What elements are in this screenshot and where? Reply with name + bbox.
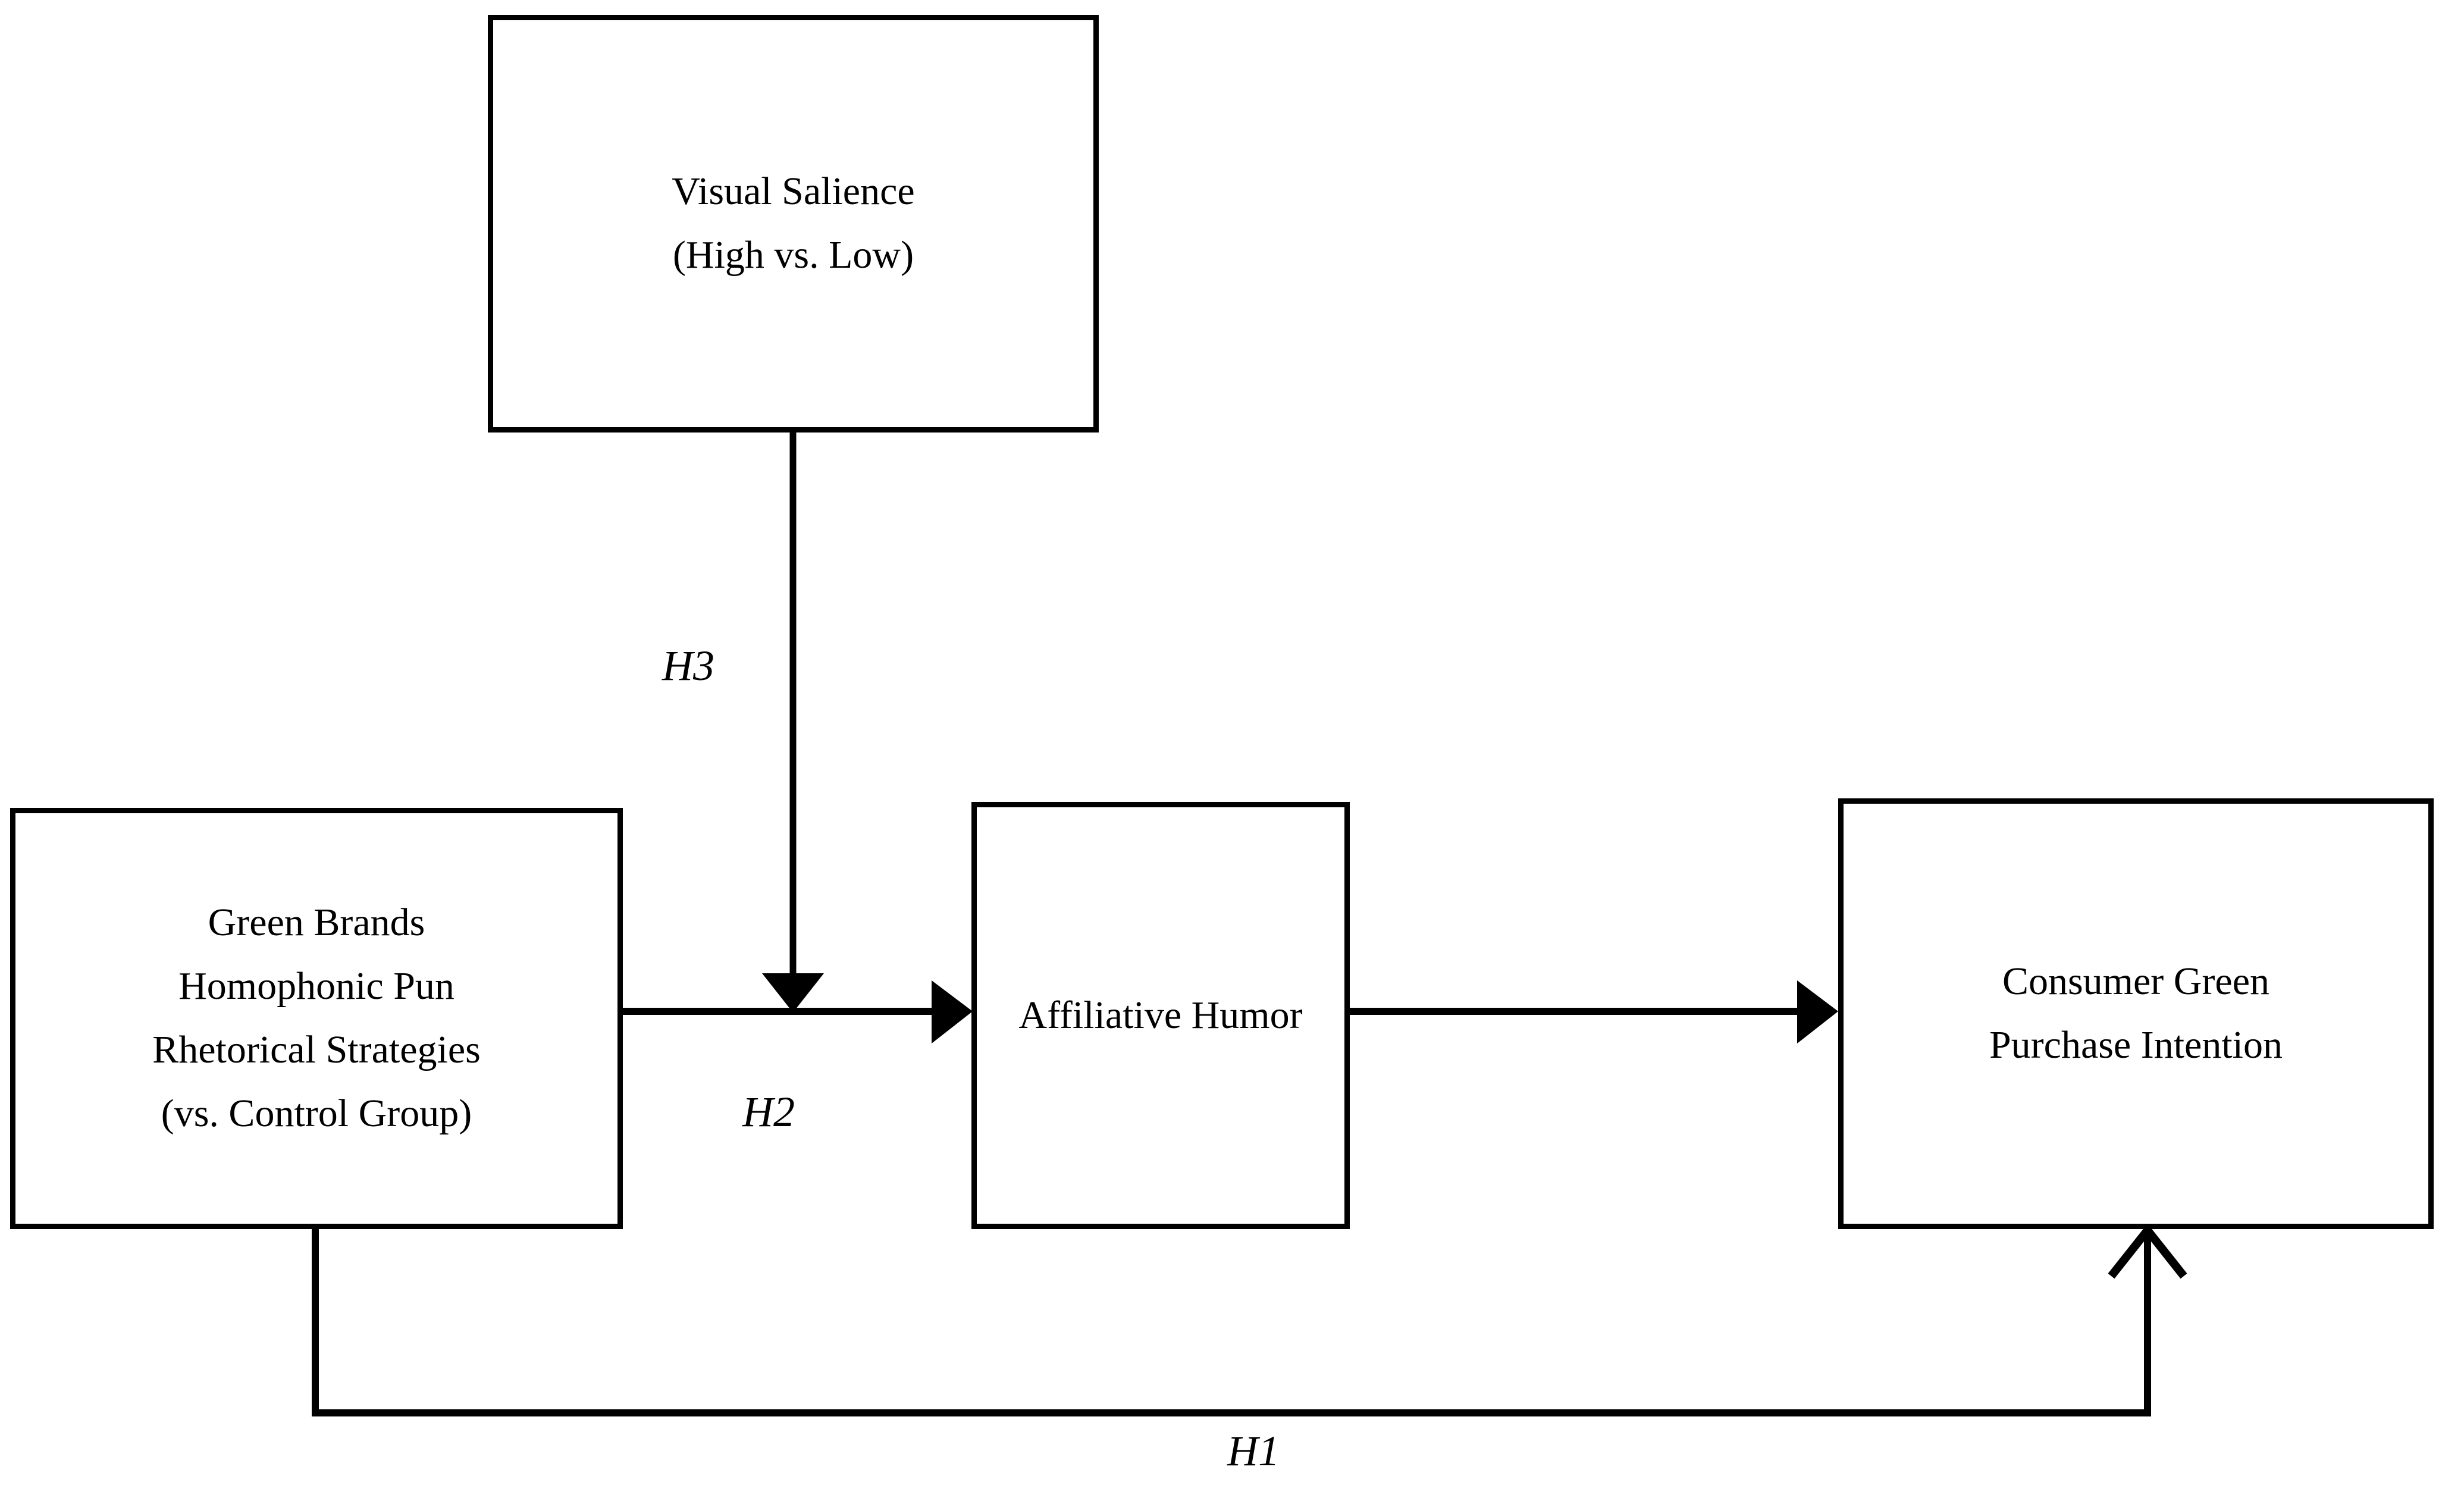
edge-h1 <box>312 1223 2187 1416</box>
edge-h3 <box>762 432 824 1013</box>
node-consumer-green-line-1: Consumer Green <box>2002 960 2270 1004</box>
edge-h2 <box>623 980 973 1043</box>
node-visual-salience-line-2: (High vs. Low) <box>672 233 914 277</box>
node-green-brands-line-1: Green Brands <box>208 901 425 945</box>
node-affiliative-humor-line-1: Affiliative Humor <box>1018 993 1303 1037</box>
edge-label-h3: H3 <box>662 642 714 689</box>
edge-h1-shaft <box>312 1227 2151 1416</box>
node-green-brands-line-4: (vs. Control Group) <box>161 1091 472 1135</box>
node-green-brands-line-2: Homophonic Pun <box>178 964 454 1008</box>
node-visual-salience[interactable]: Visual Salience (High vs. Low) <box>488 15 1099 432</box>
edge-h3-arrowhead <box>762 973 824 1013</box>
edge-label-h1: H1 <box>1227 1427 1280 1475</box>
edge-mediator-to-dv-arrowhead <box>1797 980 1838 1043</box>
node-consumer-green-purchase-intention[interactable]: Consumer Green Purchase Intention <box>1838 798 2434 1229</box>
edge-h1-arrowhead <box>2108 1223 2187 1279</box>
node-affiliative-humor[interactable]: Affiliative Humor <box>971 802 1350 1229</box>
edge-label-h2: H2 <box>742 1088 795 1136</box>
node-green-brands-line-3: Rhetorical Strategies <box>152 1028 481 1071</box>
edge-mediator-to-dv <box>1350 980 1838 1043</box>
node-consumer-green-line-2: Purchase Intention <box>1989 1023 2283 1067</box>
edge-h2-arrowhead <box>932 980 973 1043</box>
node-green-brands-homophonic-pun[interactable]: Green Brands Homophonic Pun Rhetorical S… <box>10 808 623 1229</box>
node-visual-salience-line-1: Visual Salience <box>672 170 915 214</box>
